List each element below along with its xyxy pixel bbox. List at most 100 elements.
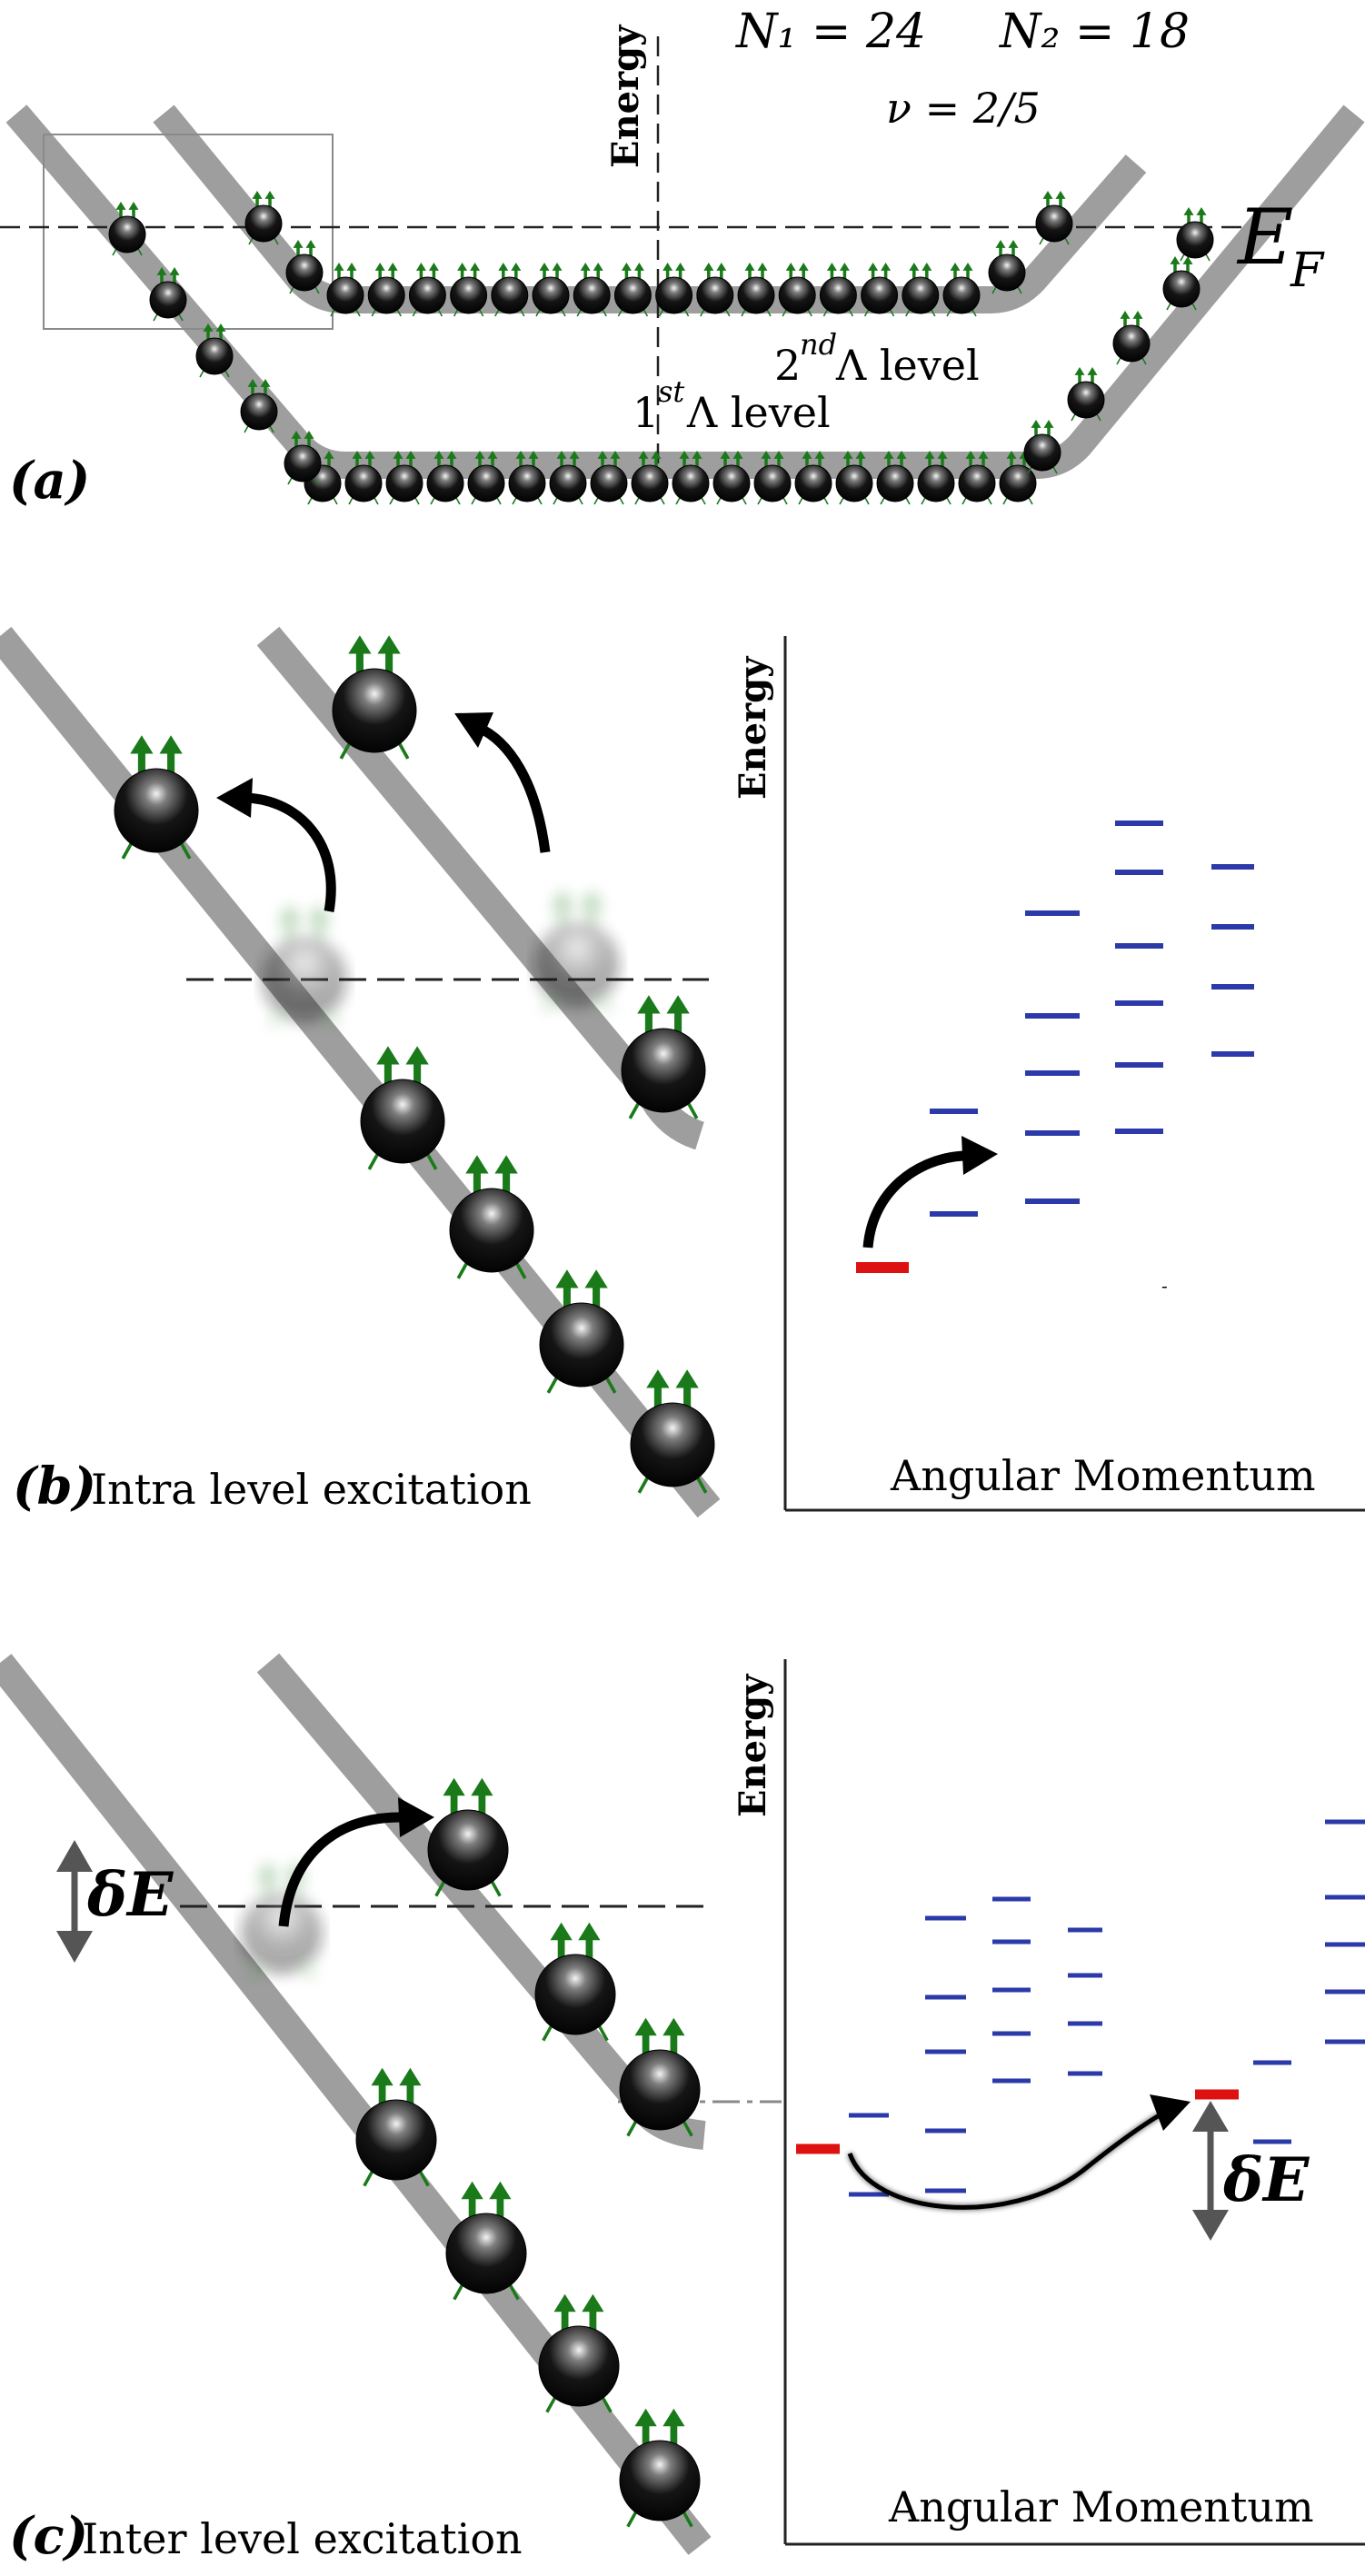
excitation-arrowhead-b-left [216,778,253,818]
params-n1: N₁ = 24 [734,5,926,59]
panel-c-tag: (c) [9,2506,88,2566]
level2-superscript: nd [800,327,837,362]
spectrum-arrow-c [847,2105,1174,2211]
particle-a-level1-edge [1162,256,1201,311]
particle-a-level2 [778,263,816,317]
particle-a-level2 [573,263,611,317]
spectrum-arrow-b [862,1150,964,1248]
panel-a: N₁ = 24 N₂ = 18 ν = 2/5 Energy E F 2 nd … [0,5,1365,511]
excitation-arrow-b-right [474,721,551,853]
excitation-arrowhead-b-right [454,712,493,748]
zoom-box [43,134,334,330]
particle-b [360,1046,445,1170]
excitation-arrow-c [278,1812,401,1927]
panel-c-caption: Inter level excitation [82,2514,523,2563]
particle-a-level1 [794,451,832,505]
particle-a-level1 [835,451,873,505]
spectrum-arrowhead-c [1150,2094,1191,2131]
excitation-arrow-b-left [244,792,336,912]
particle-c [427,1777,509,1897]
gap-arrowhead-right-bottom [1192,2210,1229,2241]
particle-a-level2 [655,263,693,317]
particle-a-level1-edge [149,267,187,322]
particle-b [449,1155,534,1279]
panel-a-particles [108,191,1214,505]
particle-c [534,1922,616,2042]
particle-a-level2 [326,263,364,317]
level1-label: Λ level [686,388,831,437]
panel-c-particles [241,1777,701,2528]
particle-a-level2 [819,263,857,317]
panel-c-energy-levels [796,1819,1365,2197]
particle-a-level1-edge [195,323,234,378]
particle-a-level2-edge [285,240,324,294]
particle-a-level2 [902,263,940,317]
particle-b [114,735,199,860]
particle-a-level1 [631,451,669,505]
panel-b-caption: Intra level excitation [91,1465,532,1514]
particle-a-level1 [958,451,996,505]
particle-c [538,2293,620,2413]
particle-a-level1 [712,451,751,505]
particle-a-level2 [532,263,570,317]
particle-a-level1-edge [108,202,146,256]
panel-b-tag: (b) [13,1457,96,1517]
particle-b [621,995,706,1119]
particle-a-level2 [408,263,446,317]
gap-label-left: δE [86,1859,174,1930]
fermi-subscript: F [1290,244,1325,298]
spectrum-arrowhead-b [961,1136,998,1175]
gap-arrowhead-right-top [1192,2101,1229,2132]
particle-a-level1 [876,451,914,505]
particle-c [355,2067,437,2187]
particle-a-level1 [753,451,792,505]
particle-a-level2 [613,263,652,317]
particle-a-level1 [590,451,628,505]
particle-b [539,1269,624,1394]
tick-mark-b: - [1161,1275,1168,1297]
particle-a-level1-edge [1067,367,1105,422]
particle-a-level1-edge [240,379,278,433]
panel-b-particles [114,635,715,1494]
particle-b-ghost [534,890,620,1014]
panel-b-energy-levels [856,821,1254,1273]
particle-a-level2 [696,263,734,317]
band-c-left [0,1654,712,2555]
particle-a-level1-edge [1023,420,1061,474]
particle-a-level1 [426,451,464,505]
fermi-label: E [1236,193,1293,282]
energy-label-b: Energy [732,655,774,800]
particle-b-ghost [262,904,347,1029]
particle-a-level2 [491,263,529,317]
particle-a-level1 [344,451,383,505]
particle-a-level1 [917,451,955,505]
particle-a-level2-edge [244,191,283,245]
particle-c [619,2408,701,2528]
x-label-c: Angular Momentum [888,2482,1314,2531]
particle-a-level2 [450,263,488,317]
particle-a-level1 [549,451,587,505]
particle-b [630,1369,715,1494]
excitation-arrowhead-c [398,1797,434,1837]
particle-c [445,2181,527,2301]
particle-a-level2 [861,263,899,317]
energy-label-a: Energy [604,24,647,168]
particle-a-level1-edge [1176,207,1214,262]
params-nu: ν = 2/5 [886,84,1041,133]
gap-arrowhead-left-bottom [56,1931,93,1963]
particle-a-level1 [467,451,505,505]
level1-superscript: st [658,374,684,409]
energy-label-c: Energy [732,1673,774,1817]
particle-a-level1-edge [284,431,322,485]
panel-c: δE Energy Angular Momentum δE (c) Inter … [0,1653,1365,2566]
particle-b [332,635,417,760]
level1-number: 1 [633,388,659,437]
params-n2: N₂ = 18 [998,5,1190,59]
particle-a-level2 [737,263,775,317]
level2-label: Λ level [835,341,980,390]
x-label-b: Angular Momentum [890,1451,1316,1500]
level2-number: 2 [774,341,801,390]
particle-a-level2 [942,263,981,317]
particle-a-level1 [672,451,710,505]
